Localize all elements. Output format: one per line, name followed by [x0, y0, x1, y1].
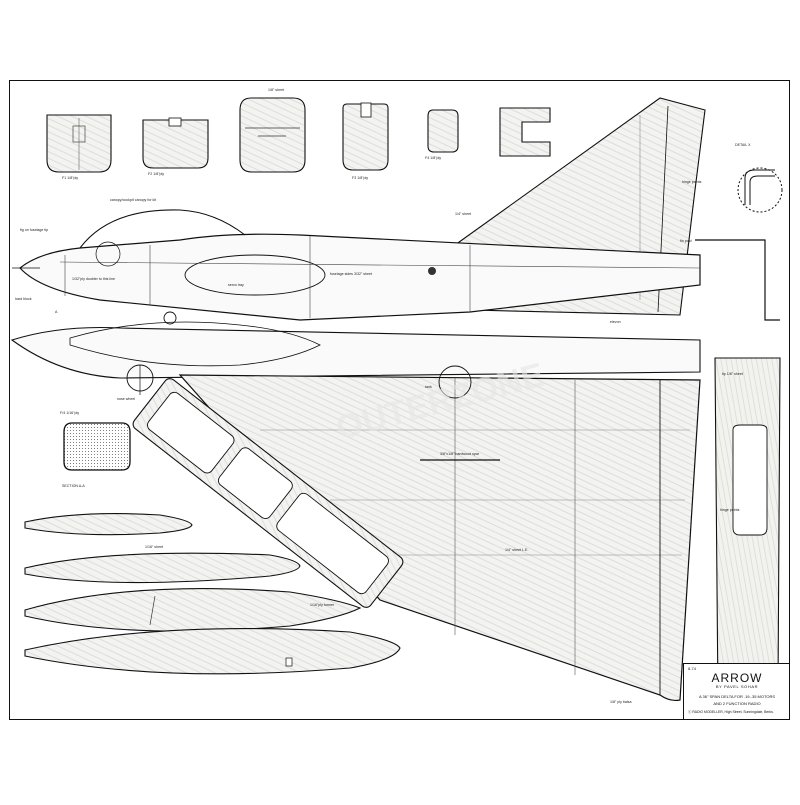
label-tank: tank	[425, 385, 432, 389]
label-ft4: F/4 1/16"ply	[60, 411, 80, 415]
label-f2: F2 1/8"ply	[148, 172, 165, 176]
former-f1	[46, 114, 112, 173]
section-label: SECTION A-A	[62, 484, 85, 488]
label-spar: 3/8"x1/8" hardwood spar	[440, 452, 480, 456]
plan-number: 8-74	[688, 666, 697, 671]
canopy-frame-part	[132, 378, 404, 608]
plan-publisher: ⓒ RADIO MODELLER, High Street, Sunningda…	[688, 710, 774, 714]
former-f2	[142, 117, 209, 169]
label-detail: DETAIL X	[735, 143, 751, 147]
plan-radio: AND 2 FUNCTION RADIO	[713, 701, 761, 706]
former-f3	[239, 97, 306, 173]
label-hinge: hinge points	[682, 180, 702, 184]
plan-border	[9, 80, 790, 720]
fuselage-parts	[24, 513, 401, 675]
label-fin-post: fin post	[680, 239, 692, 243]
plan-title: ARROW	[711, 671, 763, 685]
label-fin-sheet: 1/4" sheet	[455, 212, 472, 216]
title-block: 8-74 ARROW BY PAVEL SOHAR A 36" SPAN DEL…	[683, 663, 789, 719]
plan-designer: BY PAVEL SOHAR	[715, 684, 759, 689]
elevon-panel	[714, 357, 781, 701]
label-elevon: elevon	[610, 320, 621, 324]
label-tip: fig on fuselage tip	[20, 228, 49, 232]
label-f1: F1 1/8"ply	[62, 176, 79, 180]
label-wing-sheet: 1/8" sheet	[268, 88, 285, 92]
fuselage-side-view	[12, 97, 706, 325]
former-f6	[499, 107, 551, 157]
label-balsa-fin: 1/8" ply balsa	[610, 700, 632, 704]
former-f5	[427, 109, 459, 153]
label-canopy: canopy/cockpit canopy for kit	[110, 198, 157, 202]
detail-x	[737, 167, 783, 213]
plan-specification: A 36" SPAN DELTA FOR .19-.35 MOTORS	[698, 694, 776, 699]
section-a-a	[63, 422, 131, 471]
label-nose-wheel: nose wheel	[117, 397, 136, 401]
label-ply-doubler: 1/32"ply doubler to this line	[72, 277, 116, 281]
label-hinge-2: hinge points	[720, 508, 740, 512]
label-sheet: 1/16" sheet	[145, 545, 164, 549]
label-fuselage-sides: fuselage sides 3/32" sheet	[330, 272, 373, 276]
label-ply-pieces: 1/16"ply former	[310, 603, 335, 607]
label-hard-block: hard block	[15, 297, 32, 301]
wing-plan	[178, 365, 779, 702]
label-servo-tray: servo tray	[228, 283, 244, 287]
control-wire	[695, 239, 780, 321]
label-fin-rib: F4 1/8"ply	[425, 156, 442, 160]
label-f3: F3 1/8"ply	[352, 176, 369, 180]
label-mark-a: A	[55, 310, 58, 314]
label-leading-edge: 1/4" sheet L.E.	[505, 548, 529, 552]
fuselage-plan-view	[10, 321, 701, 395]
label-tip-sheet: tip 1/8" sheet	[722, 372, 743, 376]
former-f4	[342, 102, 389, 171]
